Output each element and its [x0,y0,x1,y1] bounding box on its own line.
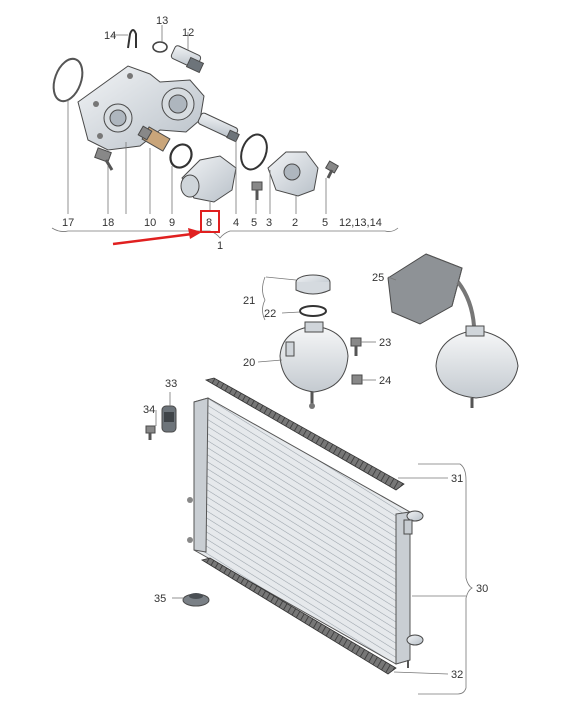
label-8: 8 [206,217,212,229]
label-17: 17 [62,217,74,229]
bracket-33 [161,405,177,433]
label-35: 35 [154,593,166,605]
filler-cap-21 [295,274,331,295]
label-14: 14 [104,30,116,42]
label-30: 30 [476,583,488,595]
label-12-13-14: 12,13,14 [339,217,382,229]
clip-14 [127,29,137,49]
label-9: 9 [169,217,175,229]
label-20: 20 [243,357,255,369]
label-4: 4 [233,217,239,229]
seal-strip-32 [200,557,397,675]
label-10: 10 [144,217,156,229]
gasket-3 [240,133,268,171]
leader-lines-tank [257,276,376,381]
label-18: 18 [102,217,114,229]
tank-with-pad-group: 25 [372,253,519,408]
label-31: 31 [451,473,463,485]
o-ring-9 [169,143,193,169]
label-13: 13 [156,15,168,27]
bolt-18 [94,147,114,171]
expansion-tank-20 [279,321,349,409]
label-5a: 5 [251,217,257,229]
label-1: 1 [217,240,223,252]
label-5b: 5 [322,217,328,229]
label-21: 21 [243,295,255,307]
leader-lines-top [51,25,399,239]
temperature-sensor-12 [170,45,205,74]
bolt-5b [324,160,340,179]
nut-24 [351,374,363,385]
label-34: 34 [143,404,155,416]
insulation-pad-25 [387,253,463,325]
label-22: 22 [264,308,276,320]
label-25: 25 [372,272,384,284]
label-23: 23 [379,337,391,349]
thermostat-housing-group: 17 18 10 9 4 5 3 2 5 12,13,14 14 13 12 1… [51,15,399,252]
expansion-tank-group: 21 22 20 23 24 [243,274,391,409]
thermostat-10 [137,125,171,152]
bolt-5a [251,181,263,200]
bolt-23 [350,337,362,356]
bolt-34 [145,425,156,440]
label-33: 33 [165,378,177,390]
seal-strip-31 [204,377,405,491]
o-ring-13 [152,41,168,53]
radiator-core-30 [193,397,411,665]
rubber-mount-35 [182,593,210,607]
leader-lines-radiator [155,392,473,695]
highlight-arrow [112,228,202,246]
radiator-group: 31 30 32 33 34 35 [143,377,488,695]
seal-22 [299,305,327,317]
label-3: 3 [266,217,272,229]
gasket-17 [52,57,84,103]
label-12: 12 [182,27,194,39]
label-32: 32 [451,669,463,681]
sensor-4 [197,112,240,143]
label-24: 24 [379,375,391,387]
highlight-box-8 [200,210,220,233]
label-2: 2 [292,217,298,229]
